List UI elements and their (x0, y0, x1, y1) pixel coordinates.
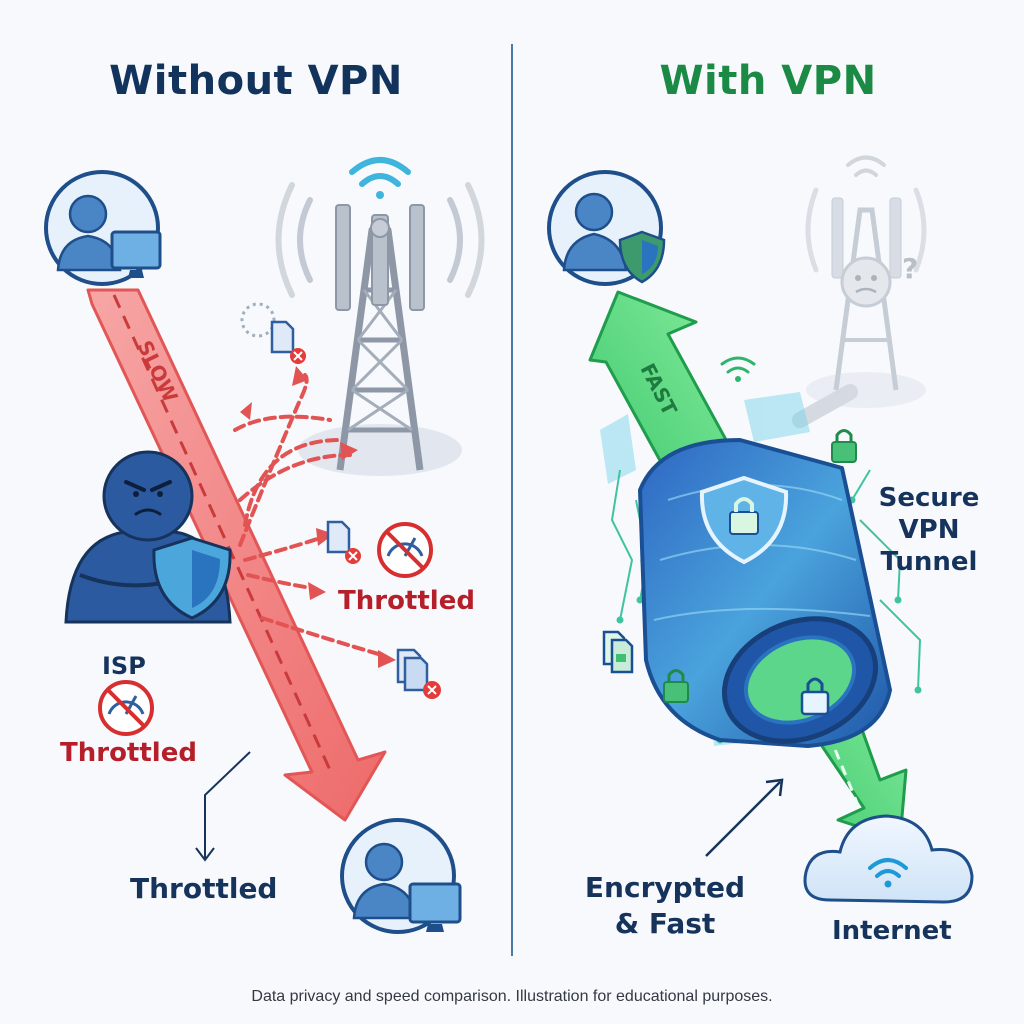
callout-pointer (705, 778, 784, 857)
tunnel-label-line: Tunnel (880, 547, 978, 577)
cell-tower-icon: ? (805, 155, 927, 408)
tower-beam (792, 384, 858, 428)
lock-icon (663, 669, 689, 703)
footer-caption: Data privacy and speed comparison. Illus… (251, 988, 773, 1005)
without-vpn-title: Without VPN (109, 58, 403, 104)
shield-icon (618, 230, 666, 284)
document-icon (270, 320, 306, 364)
isp-throttled-label: Throttled (60, 738, 197, 768)
cell-tower-icon (275, 182, 485, 476)
shield-icon (152, 536, 232, 620)
wifi-icon (349, 157, 411, 199)
tunnel-label-line: VPN (898, 515, 960, 545)
svg-text:?: ? (902, 252, 918, 285)
tunnel-label-line: Secure (878, 483, 980, 513)
with-vpn-title: With VPN (659, 58, 877, 104)
packet-arrowheads (240, 366, 396, 668)
monitor-icon (110, 230, 162, 278)
speedometer-blocked-icon (377, 522, 433, 578)
wifi-icon (868, 858, 908, 888)
bottom-throttled-label: Throttled (130, 872, 278, 905)
callout-pointer (195, 751, 251, 862)
lock-icon (729, 497, 759, 535)
lock-icon (831, 429, 857, 463)
document-icon (602, 630, 634, 674)
wifi-icon (720, 356, 756, 382)
loading-spinner-icon (240, 302, 276, 338)
monitor-icon (408, 882, 462, 932)
document-icon (326, 520, 361, 564)
document-icon (396, 648, 441, 699)
internet-label: Internet (832, 916, 952, 946)
panel-divider (511, 44, 513, 956)
encrypted-fast-label: Encrypted & Fast (580, 870, 750, 942)
packet-throttled-label: Throttled (338, 586, 475, 616)
lock-icon (800, 677, 830, 716)
speedometer-blocked-icon (98, 680, 154, 736)
isp-label: ISP (102, 652, 146, 680)
secure-vpn-tunnel-label: Secure VPN Tunnel (870, 482, 988, 578)
encrypted-label-line: Encrypted (584, 871, 746, 904)
encrypted-label-line: & Fast (614, 907, 716, 940)
leaking-packet-arrows (233, 373, 384, 657)
